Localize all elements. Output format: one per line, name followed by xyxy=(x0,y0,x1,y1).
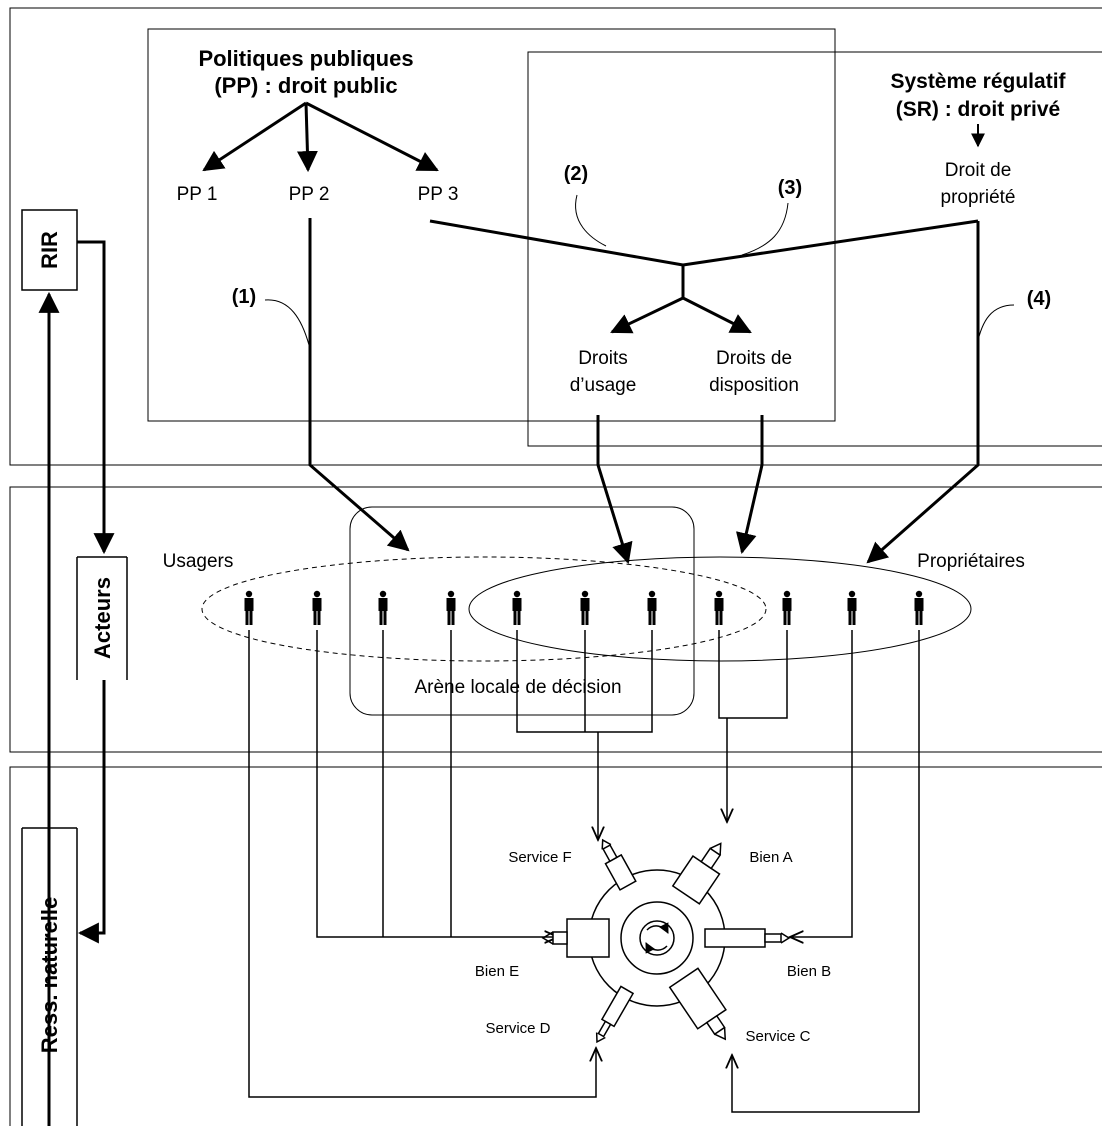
rights-intersection-box xyxy=(527,51,836,422)
bien-e-label: Bien E xyxy=(475,963,519,980)
service-c-stub xyxy=(668,967,727,1041)
actor-1 xyxy=(244,590,254,626)
actors xyxy=(244,590,924,626)
arena-label: Arène locale de décision xyxy=(414,677,621,698)
disposition-rights-line2: disposition xyxy=(709,375,799,396)
pp-item-2: PP 2 xyxy=(289,184,330,205)
bien-b-stub xyxy=(704,928,791,948)
rir-box: RIR xyxy=(21,209,78,291)
resource-wheel xyxy=(541,838,791,1044)
service-d-stub xyxy=(595,985,635,1044)
property-right-line1: Droit de xyxy=(945,160,1012,181)
actor-3 xyxy=(378,590,388,626)
section-frames xyxy=(9,7,1102,1126)
marker-3: (3) xyxy=(778,177,802,199)
acteurs-label: Acteurs xyxy=(90,577,115,659)
owners-label: Propriétaires xyxy=(917,551,1025,572)
actor-5 xyxy=(512,590,522,626)
marker-4: (4) xyxy=(1027,288,1051,310)
pp-branches xyxy=(202,101,439,173)
marker-1: (1) xyxy=(232,286,256,308)
service-f-stub xyxy=(601,838,637,891)
actor-links xyxy=(248,630,920,1113)
owners-ellipse xyxy=(468,556,972,662)
marker-pointers xyxy=(264,194,1015,346)
renewal-cycle-icon xyxy=(639,920,675,956)
actor-8 xyxy=(714,590,724,626)
service-c-label: Service C xyxy=(745,1028,810,1045)
pp-item-1: PP 1 xyxy=(177,184,218,205)
local-arena-box xyxy=(349,506,695,716)
sr-title-line2: (SR) : droit privé xyxy=(896,98,1061,121)
actor-11 xyxy=(914,590,924,626)
actor-4 xyxy=(446,590,456,626)
acteurs-box: Acteurs xyxy=(76,556,128,680)
descending-links xyxy=(308,218,980,565)
left-flow-arrows xyxy=(38,240,115,1126)
rir-label: RIR xyxy=(37,231,62,269)
actor-6 xyxy=(580,590,590,626)
actor-9 xyxy=(782,590,792,626)
bien-a-label: Bien A xyxy=(749,849,792,866)
disposition-rights-line1: Droits de xyxy=(716,348,792,369)
pp-item-3: PP 3 xyxy=(418,184,459,205)
actor-7 xyxy=(647,590,657,626)
usage-rights-line1: Droits xyxy=(578,348,628,369)
pp-title-line2: (PP) : droit public xyxy=(214,73,397,98)
usage-rights-line2: d’usage xyxy=(570,375,637,396)
sr-title-line1: Système régulatif xyxy=(890,70,1066,93)
bien-e-stub xyxy=(541,918,610,958)
actor-10 xyxy=(847,590,857,626)
service-d-label: Service D xyxy=(485,1020,550,1037)
users-ellipse xyxy=(201,556,767,662)
service-f-label: Service F xyxy=(508,849,571,866)
users-label: Usagers xyxy=(163,551,234,572)
rights-convergence xyxy=(429,219,979,334)
bien-a-stub xyxy=(671,842,722,905)
marker-2: (2) xyxy=(564,163,588,185)
actor-2 xyxy=(312,590,322,626)
property-right-line2: propriété xyxy=(941,187,1016,208)
pp-title-line1: Politiques publiques xyxy=(198,46,413,71)
bien-b-label: Bien B xyxy=(787,963,831,980)
